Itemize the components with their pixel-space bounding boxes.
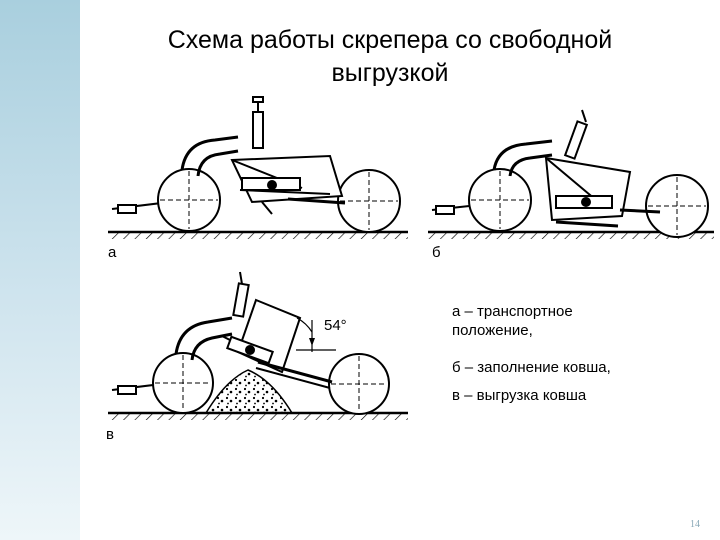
legend-item-a: а – транспортное положение, [452, 303, 573, 339]
slide-title: Схема работы скрепера со свободной выгру… [110, 24, 670, 90]
slide-title-line-1: Схема работы скрепера со свободной [167, 26, 613, 54]
scheme-label-b: б [432, 244, 441, 261]
decorative-side-band [0, 0, 80, 540]
scheme-a-transport [108, 96, 408, 239]
scheme-label-v: в [106, 426, 114, 443]
page-number: 14 [690, 519, 700, 530]
scheme-b-filling [428, 109, 714, 239]
slide-title-line-2: выгрузкой [331, 59, 449, 87]
scheme-label-a: а [108, 244, 117, 261]
legend-item-v: в – выгрузка ковша [452, 387, 587, 404]
angle-label: 54° [324, 317, 347, 334]
scheme-v-unloading [108, 271, 408, 420]
legend-item-b: б – заполнение ковша, [452, 359, 611, 376]
